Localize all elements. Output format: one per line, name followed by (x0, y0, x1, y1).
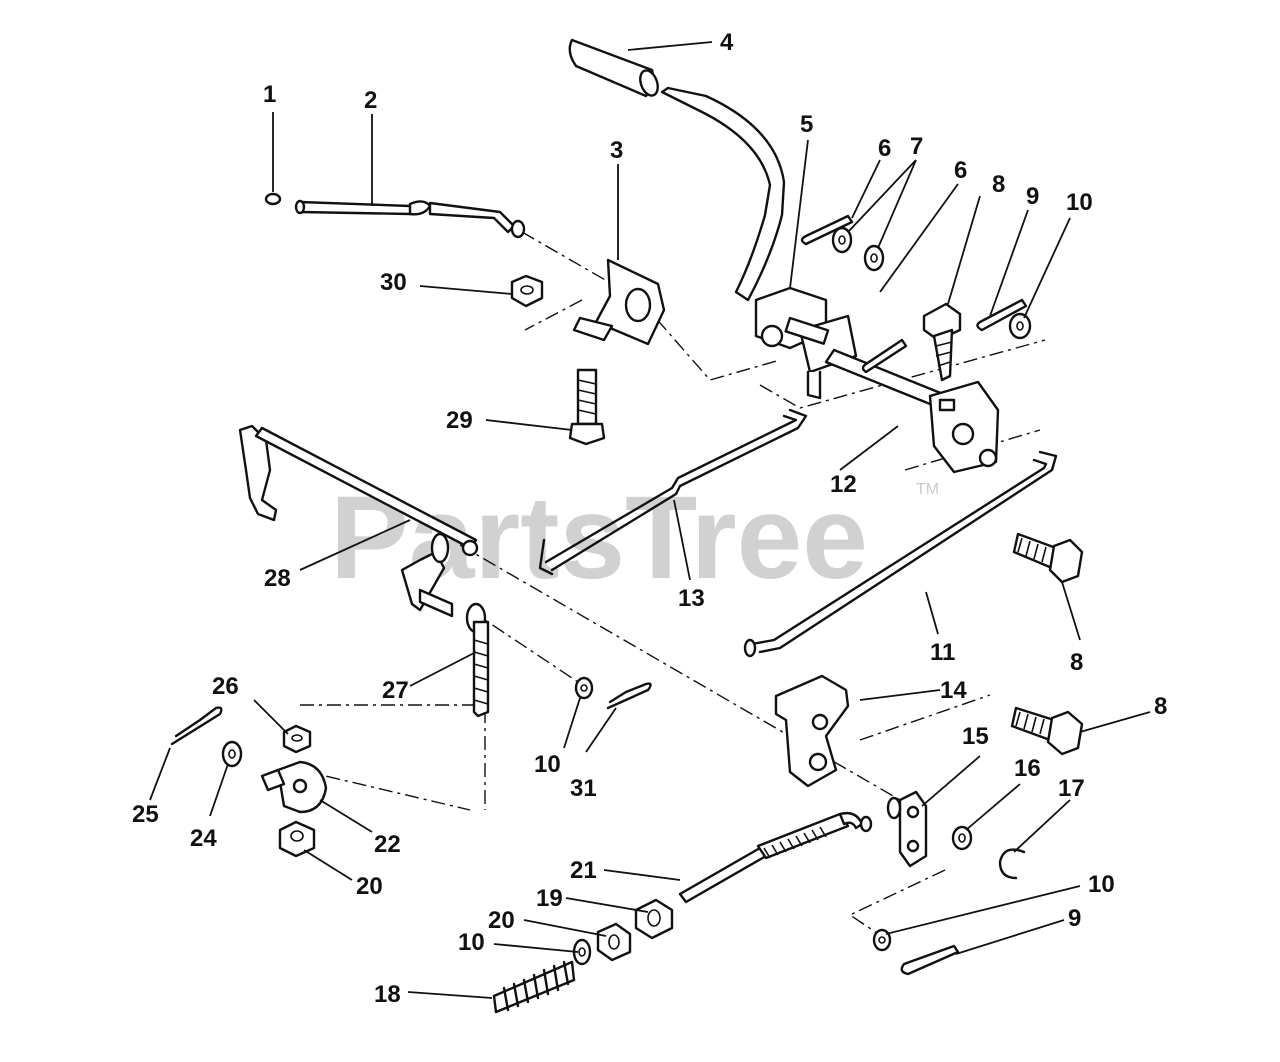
part-19-nut (634, 898, 674, 940)
callout-1: 1 (263, 81, 276, 108)
part-20-nut-a (596, 922, 632, 962)
callout-10c: 10 (1088, 871, 1115, 898)
callout-22: 22 (374, 831, 401, 858)
part-2-rod (294, 199, 526, 239)
part-12-shaft-bracket (824, 348, 1000, 474)
callout-21: 21 (570, 857, 597, 884)
callout-11: 11 (930, 639, 955, 666)
callout-3: 3 (610, 137, 623, 164)
part-1-cap (264, 192, 282, 206)
part-5-lever-bracket (754, 286, 858, 400)
part-18-spring (492, 960, 576, 1014)
part-9-cotter-pin-a (976, 298, 1028, 332)
part-7-washers (831, 226, 885, 272)
callout-13: 13 (678, 585, 705, 612)
part-15-plate (886, 790, 928, 868)
callout-30: 30 (380, 269, 407, 296)
part-13-link-rod (538, 408, 808, 576)
callout-18: 18 (374, 981, 401, 1008)
callout-9b: 9 (1068, 905, 1081, 932)
part-27-threaded-rod (472, 620, 490, 718)
callout-9a: 9 (1026, 183, 1039, 210)
callout-6b: 6 (954, 157, 967, 184)
part-21-threaded-rod (678, 811, 873, 904)
part-28-shaft (238, 424, 487, 634)
part-9-cotter-pin-b (900, 944, 960, 976)
part-30-nut (510, 274, 544, 308)
part-17-retaining-clip (998, 848, 1026, 880)
callout-17: 17 (1058, 775, 1085, 802)
callout-25: 25 (132, 801, 159, 828)
part-6-cotter-pin-b (861, 338, 908, 374)
callout-labels: 1 2 3 4 5 6 6 7 8 8 8 9 9 10 10 10 10 11… (132, 29, 1167, 1008)
part-16-washer (951, 825, 973, 851)
callout-14: 14 (940, 677, 967, 704)
callout-26: 26 (212, 673, 239, 700)
part-6-cotter-pin-a (800, 214, 854, 246)
part-4-handle-grip (568, 38, 786, 302)
callout-6a: 6 (878, 135, 891, 162)
callout-27: 27 (382, 677, 409, 704)
part-24-washer (221, 740, 243, 768)
part-25-hairpin-clip (170, 706, 223, 746)
callout-7: 7 (910, 133, 923, 160)
callout-20a: 20 (488, 907, 515, 934)
part-31-hairpin-clip (606, 682, 652, 710)
part-14-bracket (774, 674, 850, 788)
callout-10b: 10 (534, 751, 561, 778)
callout-8a: 8 (992, 171, 1005, 198)
callout-19: 19 (536, 885, 563, 912)
callout-4: 4 (720, 29, 734, 56)
part-29-bolt (568, 368, 606, 446)
callout-31: 31 (570, 775, 597, 802)
callout-5: 5 (800, 111, 813, 138)
callout-8b: 8 (1070, 649, 1083, 676)
assembly-lines (299, 231, 1046, 936)
callout-20b: 20 (356, 873, 383, 900)
callout-28: 28 (264, 565, 291, 592)
callout-10a: 10 (1066, 189, 1093, 216)
part-26-nut (282, 724, 312, 754)
part-10-washer-a (1008, 312, 1032, 340)
callout-29: 29 (446, 407, 473, 434)
part-8-bolt-b (1012, 532, 1084, 584)
part-8-bolt-a (922, 302, 962, 382)
callout-16: 16 (1014, 755, 1041, 782)
part-22-swivel-block (260, 760, 328, 814)
callout-10d: 10 (458, 929, 485, 956)
callout-8c: 8 (1154, 693, 1167, 720)
watermark-trademark: TM (916, 481, 939, 498)
part-3-clamp-bracket (572, 258, 666, 346)
part-10-washer-d (574, 676, 594, 700)
callout-15: 15 (962, 723, 989, 750)
callout-12: 12 (830, 471, 857, 498)
part-8-bolt-c (1010, 706, 1084, 756)
part-10-washer-c (872, 928, 892, 952)
part-20-nut-b (278, 820, 316, 858)
leader-lines (149, 41, 1151, 999)
callout-24: 24 (190, 825, 217, 852)
part-11-link-rod (743, 450, 1058, 658)
callout-2: 2 (364, 87, 377, 114)
